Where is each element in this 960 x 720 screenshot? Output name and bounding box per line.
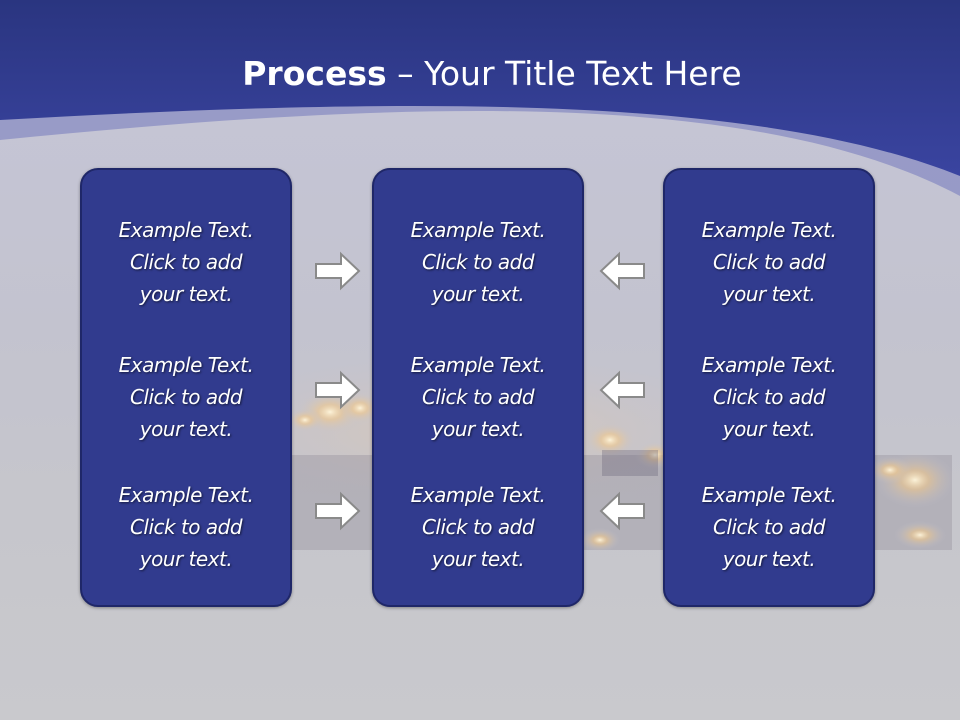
header-swoosh-light <box>0 0 960 196</box>
text-line: Example Text. <box>701 353 837 377</box>
title-rest: – Your Title Text Here <box>386 54 742 93</box>
text-line: Click to add <box>129 515 243 539</box>
text-line: Example Text. <box>410 218 546 242</box>
text-placeholder[interactable]: Example Text. Click to add your text. <box>374 214 582 310</box>
text-line: Click to add <box>129 250 243 274</box>
arrow-right-icon[interactable] <box>314 251 362 291</box>
text-line: your text. <box>139 417 233 441</box>
text-line: Click to add <box>712 385 826 409</box>
text-line: Click to add <box>129 385 243 409</box>
text-line: Example Text. <box>701 483 837 507</box>
arrow-left-icon[interactable] <box>598 491 646 531</box>
slide-title[interactable]: Process – Your Title Text Here <box>0 52 960 96</box>
text-line: Click to add <box>712 515 826 539</box>
text-line: your text. <box>722 282 816 306</box>
text-placeholder[interactable]: Example Text. Click to add your text. <box>82 479 290 575</box>
arrow-right-icon[interactable] <box>314 491 362 531</box>
text-line: your text. <box>722 547 816 571</box>
text-placeholder[interactable]: Example Text. Click to add your text. <box>374 479 582 575</box>
text-line: Example Text. <box>701 218 837 242</box>
text-line: your text. <box>431 417 525 441</box>
arrow-left-icon[interactable] <box>598 370 646 410</box>
panel-left[interactable]: Example Text. Click to add your text. Ex… <box>80 168 292 607</box>
title-bold: Process <box>242 54 387 93</box>
text-line: Click to add <box>421 385 535 409</box>
text-line: Example Text. <box>410 483 546 507</box>
text-line: Click to add <box>712 250 826 274</box>
text-line: your text. <box>431 282 525 306</box>
panel-right[interactable]: Example Text. Click to add your text. Ex… <box>663 168 875 607</box>
text-placeholder[interactable]: Example Text. Click to add your text. <box>665 349 873 445</box>
text-line: your text. <box>722 417 816 441</box>
text-line: Example Text. <box>118 353 254 377</box>
text-line: Click to add <box>421 250 535 274</box>
text-line: Example Text. <box>118 218 254 242</box>
text-line: your text. <box>139 547 233 571</box>
text-placeholder[interactable]: Example Text. Click to add your text. <box>374 349 582 445</box>
panel-center[interactable]: Example Text. Click to add your text. Ex… <box>372 168 584 607</box>
text-line: your text. <box>139 282 233 306</box>
text-line: your text. <box>431 547 525 571</box>
text-line: Click to add <box>421 515 535 539</box>
text-line: Example Text. <box>410 353 546 377</box>
arrow-left-icon[interactable] <box>598 251 646 291</box>
text-line: Example Text. <box>118 483 254 507</box>
text-placeholder[interactable]: Example Text. Click to add your text. <box>665 479 873 575</box>
text-placeholder[interactable]: Example Text. Click to add your text. <box>82 349 290 445</box>
arrow-right-icon[interactable] <box>314 370 362 410</box>
text-placeholder[interactable]: Example Text. Click to add your text. <box>665 214 873 310</box>
text-placeholder[interactable]: Example Text. Click to add your text. <box>82 214 290 310</box>
